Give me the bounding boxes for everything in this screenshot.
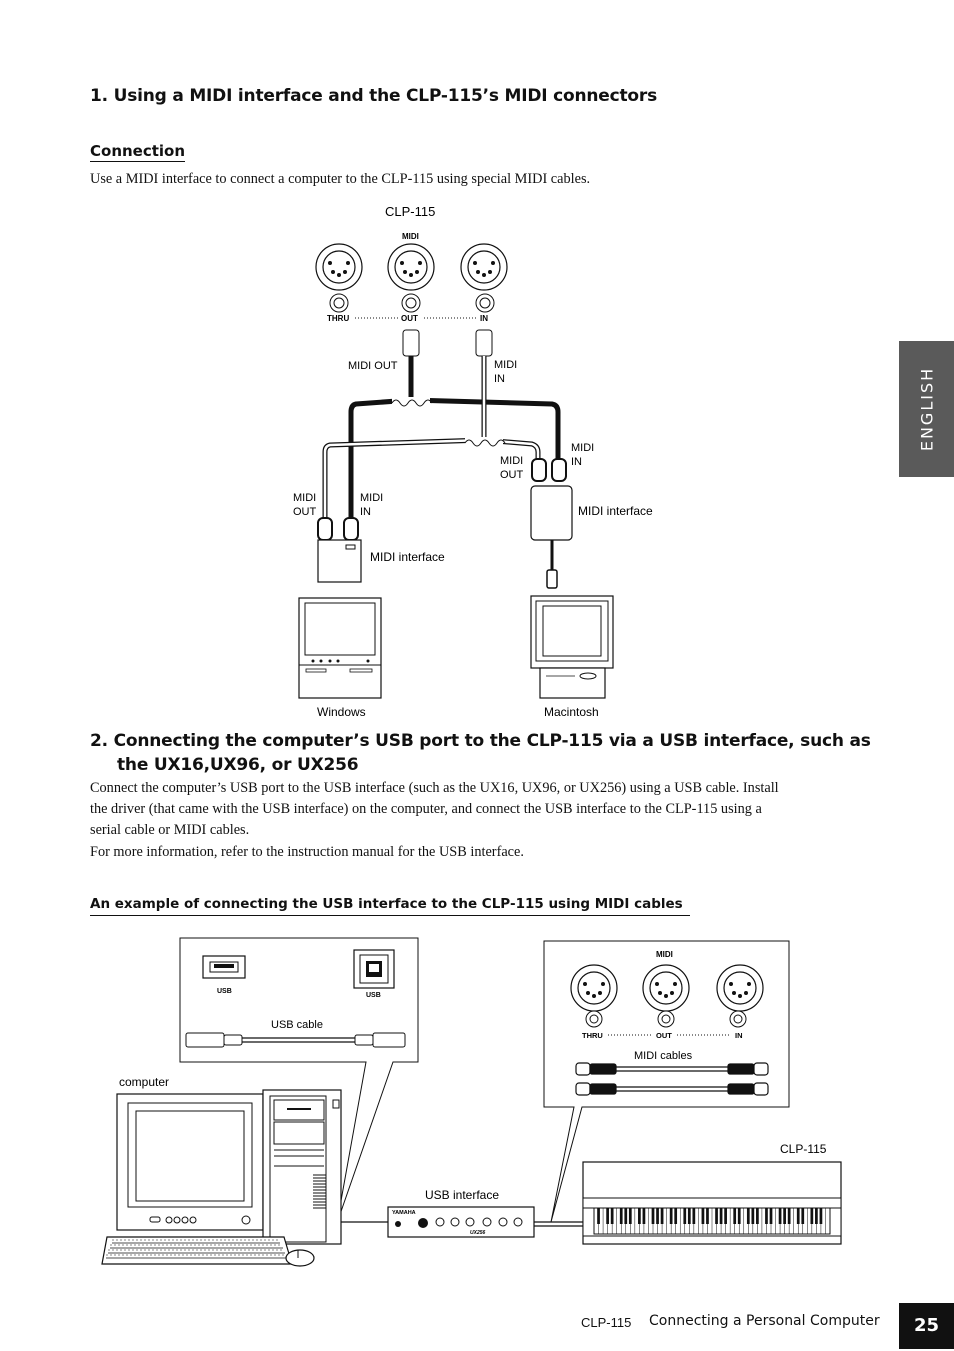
midi-cables-label: MIDI cables [634,1050,693,1062]
piano-black-key [651,1208,655,1224]
midi-in-cable-label-1: MIDI [494,359,517,371]
section-2-para1-line1: Connect the computer’s USB port to the U… [90,780,779,796]
right-midi-out-label-2: OUT [500,469,524,481]
piano-black-key [778,1208,782,1224]
piano-black-key [619,1208,623,1224]
piano-black-key [746,1208,750,1224]
left-midi-in-label-2: IN [360,506,371,518]
midi-callout: MIDI THRU OUT IN MIDI cables [543,940,790,1223]
piano-black-key [597,1208,600,1224]
ux256-usb-interface: YAMAHA UX256 [387,1206,535,1238]
footer-model: CLP-115 [581,1315,632,1330]
piano-black-key [787,1208,791,1224]
diagram2-midi-label: MIDI [656,950,673,959]
page-number: 25 [899,1303,954,1349]
piano-black-key [737,1208,741,1224]
piano-black-key [624,1208,628,1224]
usb-interface-connection-diagram: USB USB USB cable MIDI THR [101,937,842,1267]
usb-cable-label: USB cable [271,1019,323,1031]
section-2-para1-line2: the driver (that came with the USB inter… [90,801,762,817]
diagram2-model-label: CLP-115 [780,1142,827,1156]
piano-black-key [765,1208,768,1224]
usb-callout: USB USB USB cable [179,937,419,1224]
piano-black-key [638,1208,641,1224]
d2-port-out-label: OUT [656,1031,672,1040]
connection-subheading: Connection [90,142,186,162]
piano-black-key [610,1208,614,1224]
piano-black-key [706,1208,709,1224]
piano-black-key [769,1208,773,1224]
piano-black-key [656,1208,659,1224]
right-midi-in-label-2: IN [571,456,582,468]
d2-port-in-label: IN [735,1031,743,1040]
d2-port-thru-label: THRU [582,1031,603,1040]
ux-model: UX256 [470,1230,486,1236]
left-midi-out-label-2: OUT [293,506,317,518]
diagram1-midi-label: MIDI [402,232,419,241]
section-2-heading-line1: 2. Connecting the computer’s USB port to… [90,731,871,751]
port-in-label: IN [480,314,488,323]
piano-black-key [733,1208,737,1224]
desktop-computer [101,1089,342,1267]
piano-black-key [756,1208,759,1224]
left-interface-label: MIDI interface [370,550,445,564]
section-2-para1-line3: serial cable or MIDI cables. [90,822,250,838]
left-midi-out-label-1: MIDI [293,492,316,504]
piano-black-key [669,1208,673,1224]
right-midi-out-label-1: MIDI [500,455,523,467]
port-out-label: OUT [401,314,418,323]
piano-black-key [801,1208,805,1224]
piano-black-key [796,1208,800,1224]
section-2-heading-line2: the UX16,UX96, or UX256 [117,755,359,775]
macintosh-label: Macintosh [544,705,599,719]
language-tab: ENGLISH [899,341,954,477]
piano-black-key [724,1208,727,1224]
piano-black-key [815,1208,818,1224]
piano-black-key [819,1208,823,1224]
piano-black-key [683,1208,687,1224]
piano-black-key [810,1208,814,1224]
windows-midi-interface [317,539,362,583]
usb-a-label: USB [217,988,232,995]
piano-black-key [751,1208,755,1224]
piano-black-key [642,1208,646,1224]
piano-black-key [660,1208,664,1224]
example-heading: An example of connecting the USB interfa… [90,896,690,916]
windows-label: Windows [317,705,366,719]
piano-black-key [606,1208,609,1224]
computer-label: computer [119,1075,169,1089]
piano-black-key [628,1208,632,1224]
section-2-para2: For more information, refer to the instr… [90,844,524,860]
midi-out-cable-label: MIDI OUT [348,360,398,372]
footer-title: Connecting a Personal Computer [649,1313,880,1329]
port-thru-label: THRU [327,314,349,323]
mac-midi-interface [530,485,573,541]
right-interface-label: MIDI interface [578,504,653,518]
diagram1-model-label: CLP-115 [385,204,435,219]
section-1-heading: 1. Using a MIDI interface and the CLP-11… [90,86,658,106]
piano-black-key [783,1208,786,1224]
usb-b-label: USB [366,992,381,999]
language-tab-label: ENGLISH [917,366,936,452]
piano-black-key [701,1208,705,1224]
clp-115-piano [582,1161,842,1245]
piano-black-key [719,1208,723,1224]
ux-brand: YAMAHA [392,1210,416,1216]
piano-black-key [687,1208,691,1224]
right-midi-in-label-1: MIDI [571,442,594,454]
windows-computer [298,597,382,699]
piano-black-key [692,1208,696,1224]
section-1-text: Use a MIDI interface to connect a comput… [90,171,591,187]
usb-interface-label: USB interface [425,1188,499,1202]
piano-black-key [674,1208,678,1224]
piano-black-key [715,1208,718,1224]
mac-computer [530,595,614,699]
midi-in-cable-label-2: IN [494,373,505,385]
left-midi-in-label-1: MIDI [360,492,383,504]
midi-interface-connection-diagram: CLP-115 MIDI THRU OUT IN MIDI OUT MIDI I… [293,204,653,719]
